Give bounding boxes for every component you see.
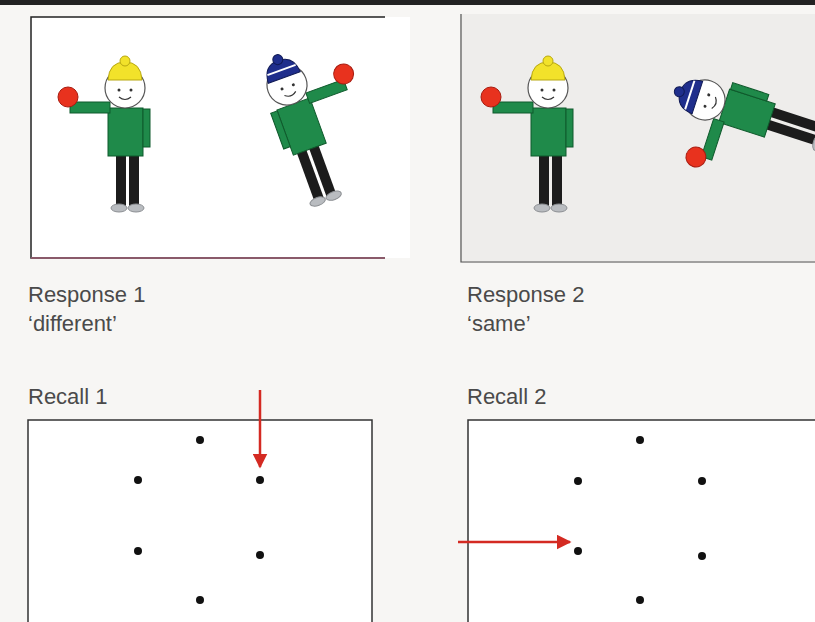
- recall-caption: Recall 1: [28, 385, 107, 409]
- recall-caption: Recall 2: [467, 385, 546, 409]
- panel-caption: Response 1: [28, 283, 145, 307]
- response-word: ‘same’: [467, 312, 531, 336]
- panel-caption: Response 2: [467, 283, 584, 307]
- response-word: ‘different’: [28, 312, 117, 336]
